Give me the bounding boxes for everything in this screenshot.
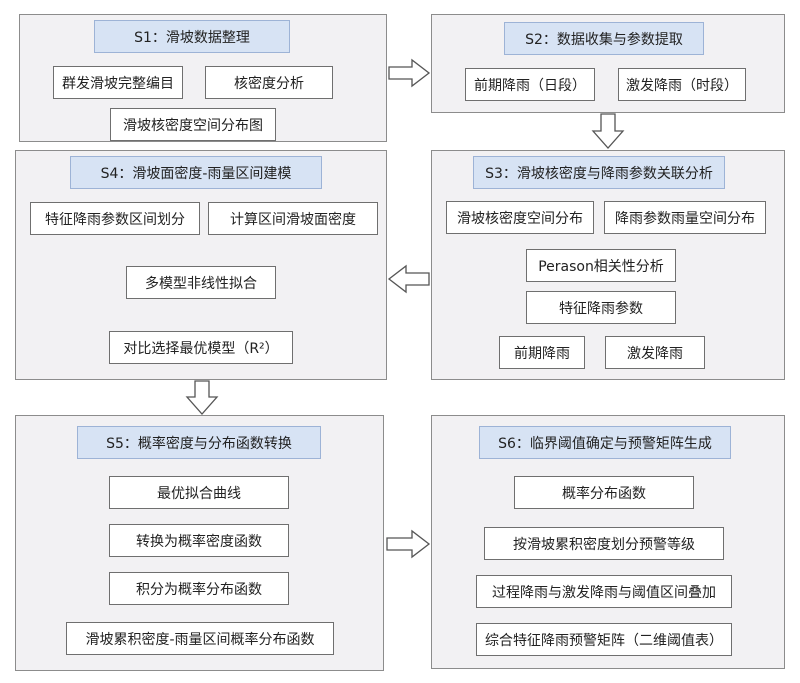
s4-item-area-density: 计算区间滑坡面密度 xyxy=(208,202,378,235)
s6-item-overlay: 过程降雨与激发降雨与阈值区间叠加 xyxy=(476,575,732,608)
s2-item-triggering-rain: 激发降雨（时段） xyxy=(618,68,746,101)
step-s4-title: S4：滑坡面密度-雨量区间建模 xyxy=(70,156,322,189)
s2-item-antecedent-rain: 前期降雨（日段） xyxy=(465,68,595,101)
step-s6-title: S6：临界阈值确定与预警矩阵生成 xyxy=(479,426,731,459)
s3-item-characteristic-rain: 特征降雨参数 xyxy=(526,291,676,324)
s5-item-pdf: 转换为概率密度函数 xyxy=(109,524,289,557)
arrow-s2-to-s3 xyxy=(591,113,625,149)
s3-item-density-distribution: 滑坡核密度空间分布 xyxy=(446,201,594,234)
s3-item-correlation: Perason相关性分析 xyxy=(526,249,676,282)
arrow-s3-to-s4 xyxy=(387,264,430,294)
step-s5-title: S5：概率密度与分布函数转换 xyxy=(77,426,321,459)
s1-item-kernel-density: 核密度分析 xyxy=(205,66,333,99)
s6-item-cdf: 概率分布函数 xyxy=(514,476,694,509)
s5-item-density-rain-cdf: 滑坡累积密度-雨量区间概率分布函数 xyxy=(66,622,334,655)
s3-item-rain-distribution: 降雨参数雨量空间分布 xyxy=(604,201,766,234)
s6-item-warning-levels: 按滑坡累积密度划分预警等级 xyxy=(484,527,724,560)
s1-item-density-map: 滑坡核密度空间分布图 xyxy=(110,108,276,141)
step-s3-title: S3：滑坡核密度与降雨参数关联分析 xyxy=(473,156,725,189)
s4-item-best-model: 对比选择最优模型（R²） xyxy=(109,331,293,364)
s3-item-antecedent-rain: 前期降雨 xyxy=(499,336,585,369)
s6-item-warning-matrix: 综合特征降雨预警矩阵（二维阈值表） xyxy=(476,623,732,656)
step-s2-title: S2：数据收集与参数提取 xyxy=(504,22,704,55)
s3-item-triggering-rain: 激发降雨 xyxy=(605,336,705,369)
s4-item-nonlinear-fitting: 多模型非线性拟合 xyxy=(126,266,276,299)
arrow-s5-to-s6 xyxy=(386,529,431,559)
arrow-s4-to-s5 xyxy=(185,380,219,415)
s4-item-interval-division: 特征降雨参数区间划分 xyxy=(30,202,200,235)
s1-item-inventory: 群发滑坡完整编目 xyxy=(53,66,183,99)
s5-item-cdf: 积分为概率分布函数 xyxy=(109,572,289,605)
step-s1-title: S1：滑坡数据整理 xyxy=(94,20,290,53)
s5-item-best-curve: 最优拟合曲线 xyxy=(109,476,289,509)
arrow-s1-to-s2 xyxy=(388,58,431,88)
